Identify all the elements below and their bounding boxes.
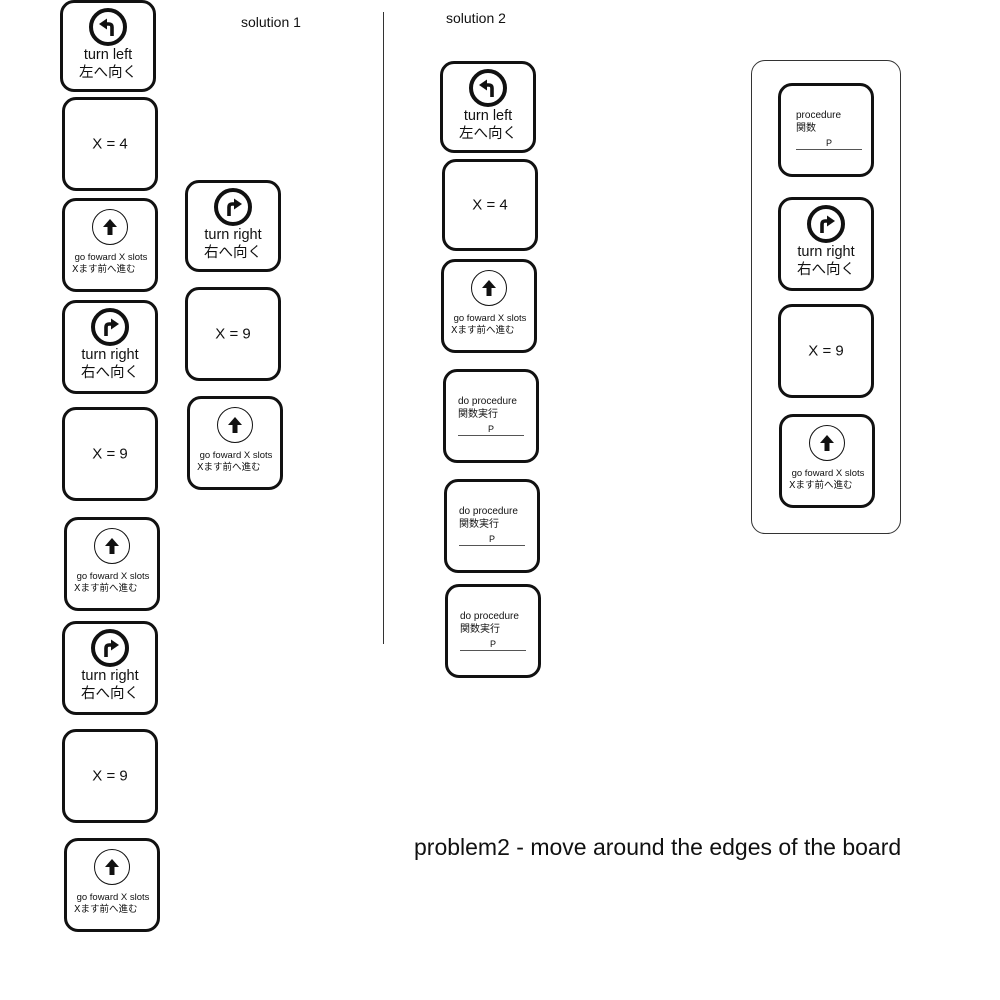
do-procedure-block[interactable]: do procedure 関数実行 P: [445, 584, 541, 678]
block-label-en: procedure: [796, 110, 842, 121]
turn-right-arrow-icon: [91, 308, 129, 346]
block-label-en: turn right: [204, 227, 262, 243]
turn-right-block[interactable]: turn right 右へ向く: [62, 300, 158, 394]
assign-x-block[interactable]: X = 4: [62, 97, 158, 191]
go-forward-block[interactable]: go foward X slots Xます前へ進む: [779, 414, 875, 508]
block-label-ja: 右へ向く: [797, 262, 855, 278]
block-label-ja: 関数実行: [460, 624, 500, 635]
block-label-en: turn right: [81, 668, 139, 684]
go-forward-block[interactable]: go foward X slots Xます前へ進む: [64, 838, 160, 932]
up-arrow-icon: [94, 849, 130, 885]
solution-divider: [383, 12, 384, 644]
turn-right-arrow-icon: [91, 629, 129, 667]
turn-left-block[interactable]: turn left 左へ向く: [60, 0, 156, 92]
block-label-en: go foward X slots: [76, 892, 150, 903]
block-label-en: turn right: [81, 347, 139, 363]
block-label-en: turn right: [797, 244, 855, 260]
do-procedure-block[interactable]: do procedure 関数実行 P: [444, 479, 540, 573]
turn-right-arrow-icon: [807, 205, 845, 243]
assign-label: X = 9: [92, 445, 128, 463]
block-label-en: go foward X slots: [453, 313, 527, 324]
procedure-definition-container: [751, 60, 901, 534]
up-arrow-icon: [94, 528, 130, 564]
block-label-en: turn left: [463, 108, 513, 124]
go-forward-block[interactable]: go foward X slots Xます前へ進む: [64, 517, 160, 611]
turn-right-block[interactable]: turn right 右へ向く: [62, 621, 158, 715]
turn-left-block[interactable]: turn left 左へ向く: [440, 61, 536, 153]
block-label-en: turn left: [83, 47, 133, 63]
assign-label: X = 4: [92, 135, 128, 153]
block-label-ja: Xます前へ進む: [74, 904, 138, 915]
turn-left-arrow-icon: [89, 8, 127, 46]
block-label-ja: Xます前へ進む: [197, 462, 261, 473]
block-label-ja: 左へ向く: [79, 65, 137, 81]
assign-x-block[interactable]: X = 9: [778, 304, 874, 398]
procedure-block[interactable]: procedure 関数 P: [778, 83, 874, 177]
procedure-slot[interactable]: P: [460, 638, 526, 651]
block-label-ja: 右へ向く: [81, 686, 139, 702]
problem-caption: problem2 - move around the edges of the …: [414, 834, 902, 860]
block-label-ja: 右へ向く: [81, 365, 139, 381]
up-arrow-icon: [92, 209, 128, 245]
go-forward-block[interactable]: go foward X slots Xます前へ進む: [187, 396, 283, 490]
up-arrow-icon: [217, 407, 253, 443]
block-label-en: do procedure: [458, 396, 517, 407]
assign-x-block[interactable]: X = 9: [62, 729, 158, 823]
go-forward-block[interactable]: go foward X slots Xます前へ進む: [441, 259, 537, 353]
block-label-en: go foward X slots: [199, 450, 273, 461]
solution-1-heading: solution 1: [241, 14, 301, 30]
solution-2-heading: solution 2: [446, 10, 506, 26]
procedure-slot[interactable]: P: [459, 533, 525, 546]
assign-x-block[interactable]: X = 9: [62, 407, 158, 501]
block-label-ja: Xます前へ進む: [74, 583, 138, 594]
turn-left-arrow-icon: [469, 69, 507, 107]
assign-label: X = 4: [472, 196, 508, 214]
turn-right-block[interactable]: turn right 右へ向く: [185, 180, 281, 272]
block-label-en: go foward X slots: [74, 252, 148, 263]
procedure-slot[interactable]: P: [458, 423, 524, 436]
block-label-ja: Xます前へ進む: [72, 264, 136, 275]
assign-label: X = 9: [808, 342, 844, 360]
block-label-ja: 関数実行: [458, 409, 498, 420]
block-label-ja: Xます前へ進む: [451, 325, 515, 336]
block-label-en: go foward X slots: [791, 468, 865, 479]
assign-label: X = 9: [92, 767, 128, 785]
block-label-en: go foward X slots: [76, 571, 150, 582]
assign-x-block[interactable]: X = 9: [185, 287, 281, 381]
assign-label: X = 9: [215, 325, 251, 343]
block-label-ja: 関数: [796, 123, 816, 134]
block-label-ja: 右へ向く: [204, 245, 262, 261]
up-arrow-icon: [471, 270, 507, 306]
block-label-ja: Xます前へ進む: [789, 480, 853, 491]
go-forward-block[interactable]: go foward X slots Xます前へ進む: [62, 198, 158, 292]
do-procedure-block[interactable]: do procedure 関数実行 P: [443, 369, 539, 463]
procedure-slot[interactable]: P: [796, 137, 862, 150]
block-label-ja: 左へ向く: [459, 126, 517, 142]
assign-x-block[interactable]: X = 4: [442, 159, 538, 251]
turn-right-arrow-icon: [214, 188, 252, 226]
block-label-en: do procedure: [460, 611, 519, 622]
block-label-en: do procedure: [459, 506, 518, 517]
block-label-ja: 関数実行: [459, 519, 499, 530]
turn-right-block[interactable]: turn right 右へ向く: [778, 197, 874, 291]
up-arrow-icon: [809, 425, 845, 461]
